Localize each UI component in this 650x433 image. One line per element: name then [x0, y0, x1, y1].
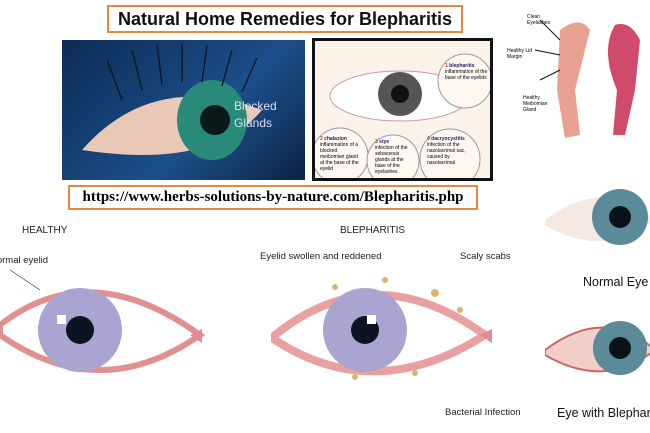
blocked-label: Blocked — [234, 99, 277, 113]
item-desc: inflammation of a blocked meibomian glan… — [320, 142, 359, 172]
glands-label: Glands — [234, 116, 273, 130]
eyelid-cross-section: Clean Eyelashes Healthy Lid Margin Healt… — [505, 0, 650, 150]
item-desc: infection of the nasolacrimal sac, cause… — [427, 142, 466, 166]
item-name: dacryocystitis — [431, 136, 465, 142]
blepharitis-heading: BLEPHARITIS — [340, 225, 406, 236]
lid-label: Healthy Meibomian Gland — [523, 95, 548, 113]
eye-closeup-illustration — [82, 43, 262, 160]
item-name: stye — [379, 139, 390, 145]
swollen-label: Eyelid swollen and reddened — [260, 251, 382, 262]
normal-eyelid-label: Normal eyelid — [0, 255, 49, 266]
healthy-eye-illustration: HEALTHY Normal eyelid — [0, 215, 240, 433]
item-desc: infection of the sebaceous glands at the… — [375, 145, 408, 175]
blepharitis-eye-illustration: BLEPHARITIS Eyelid swollen and reddened … — [245, 215, 545, 433]
eye-photos-column: Normal Eye Eye with Blepharitis — [545, 165, 650, 433]
blocked-glands-photo: Blocked Glands — [62, 40, 305, 180]
item-name: blepharitis — [449, 63, 475, 69]
bacterial-infection-label: Bacterial Infection — [445, 407, 521, 418]
page-title: Natural Home Remedies for Blepharitis — [107, 5, 463, 33]
item-desc: inflammation of the base of the eyelids — [445, 69, 488, 81]
healthy-heading: HEALTHY — [22, 225, 68, 236]
blepharitis-eye-caption: Eye with Blepharitis — [557, 406, 650, 420]
lid-label: Clean Eyelashes — [527, 14, 551, 26]
scaly-scabs-label: Scaly scabs — [460, 251, 511, 262]
lid-label: Healthy Lid Margin — [507, 48, 533, 60]
source-url: https://www.herbs-solutions-by-nature.co… — [68, 185, 478, 210]
normal-eye-caption: Normal Eye — [583, 275, 649, 289]
item-name: chalazion — [324, 136, 347, 142]
